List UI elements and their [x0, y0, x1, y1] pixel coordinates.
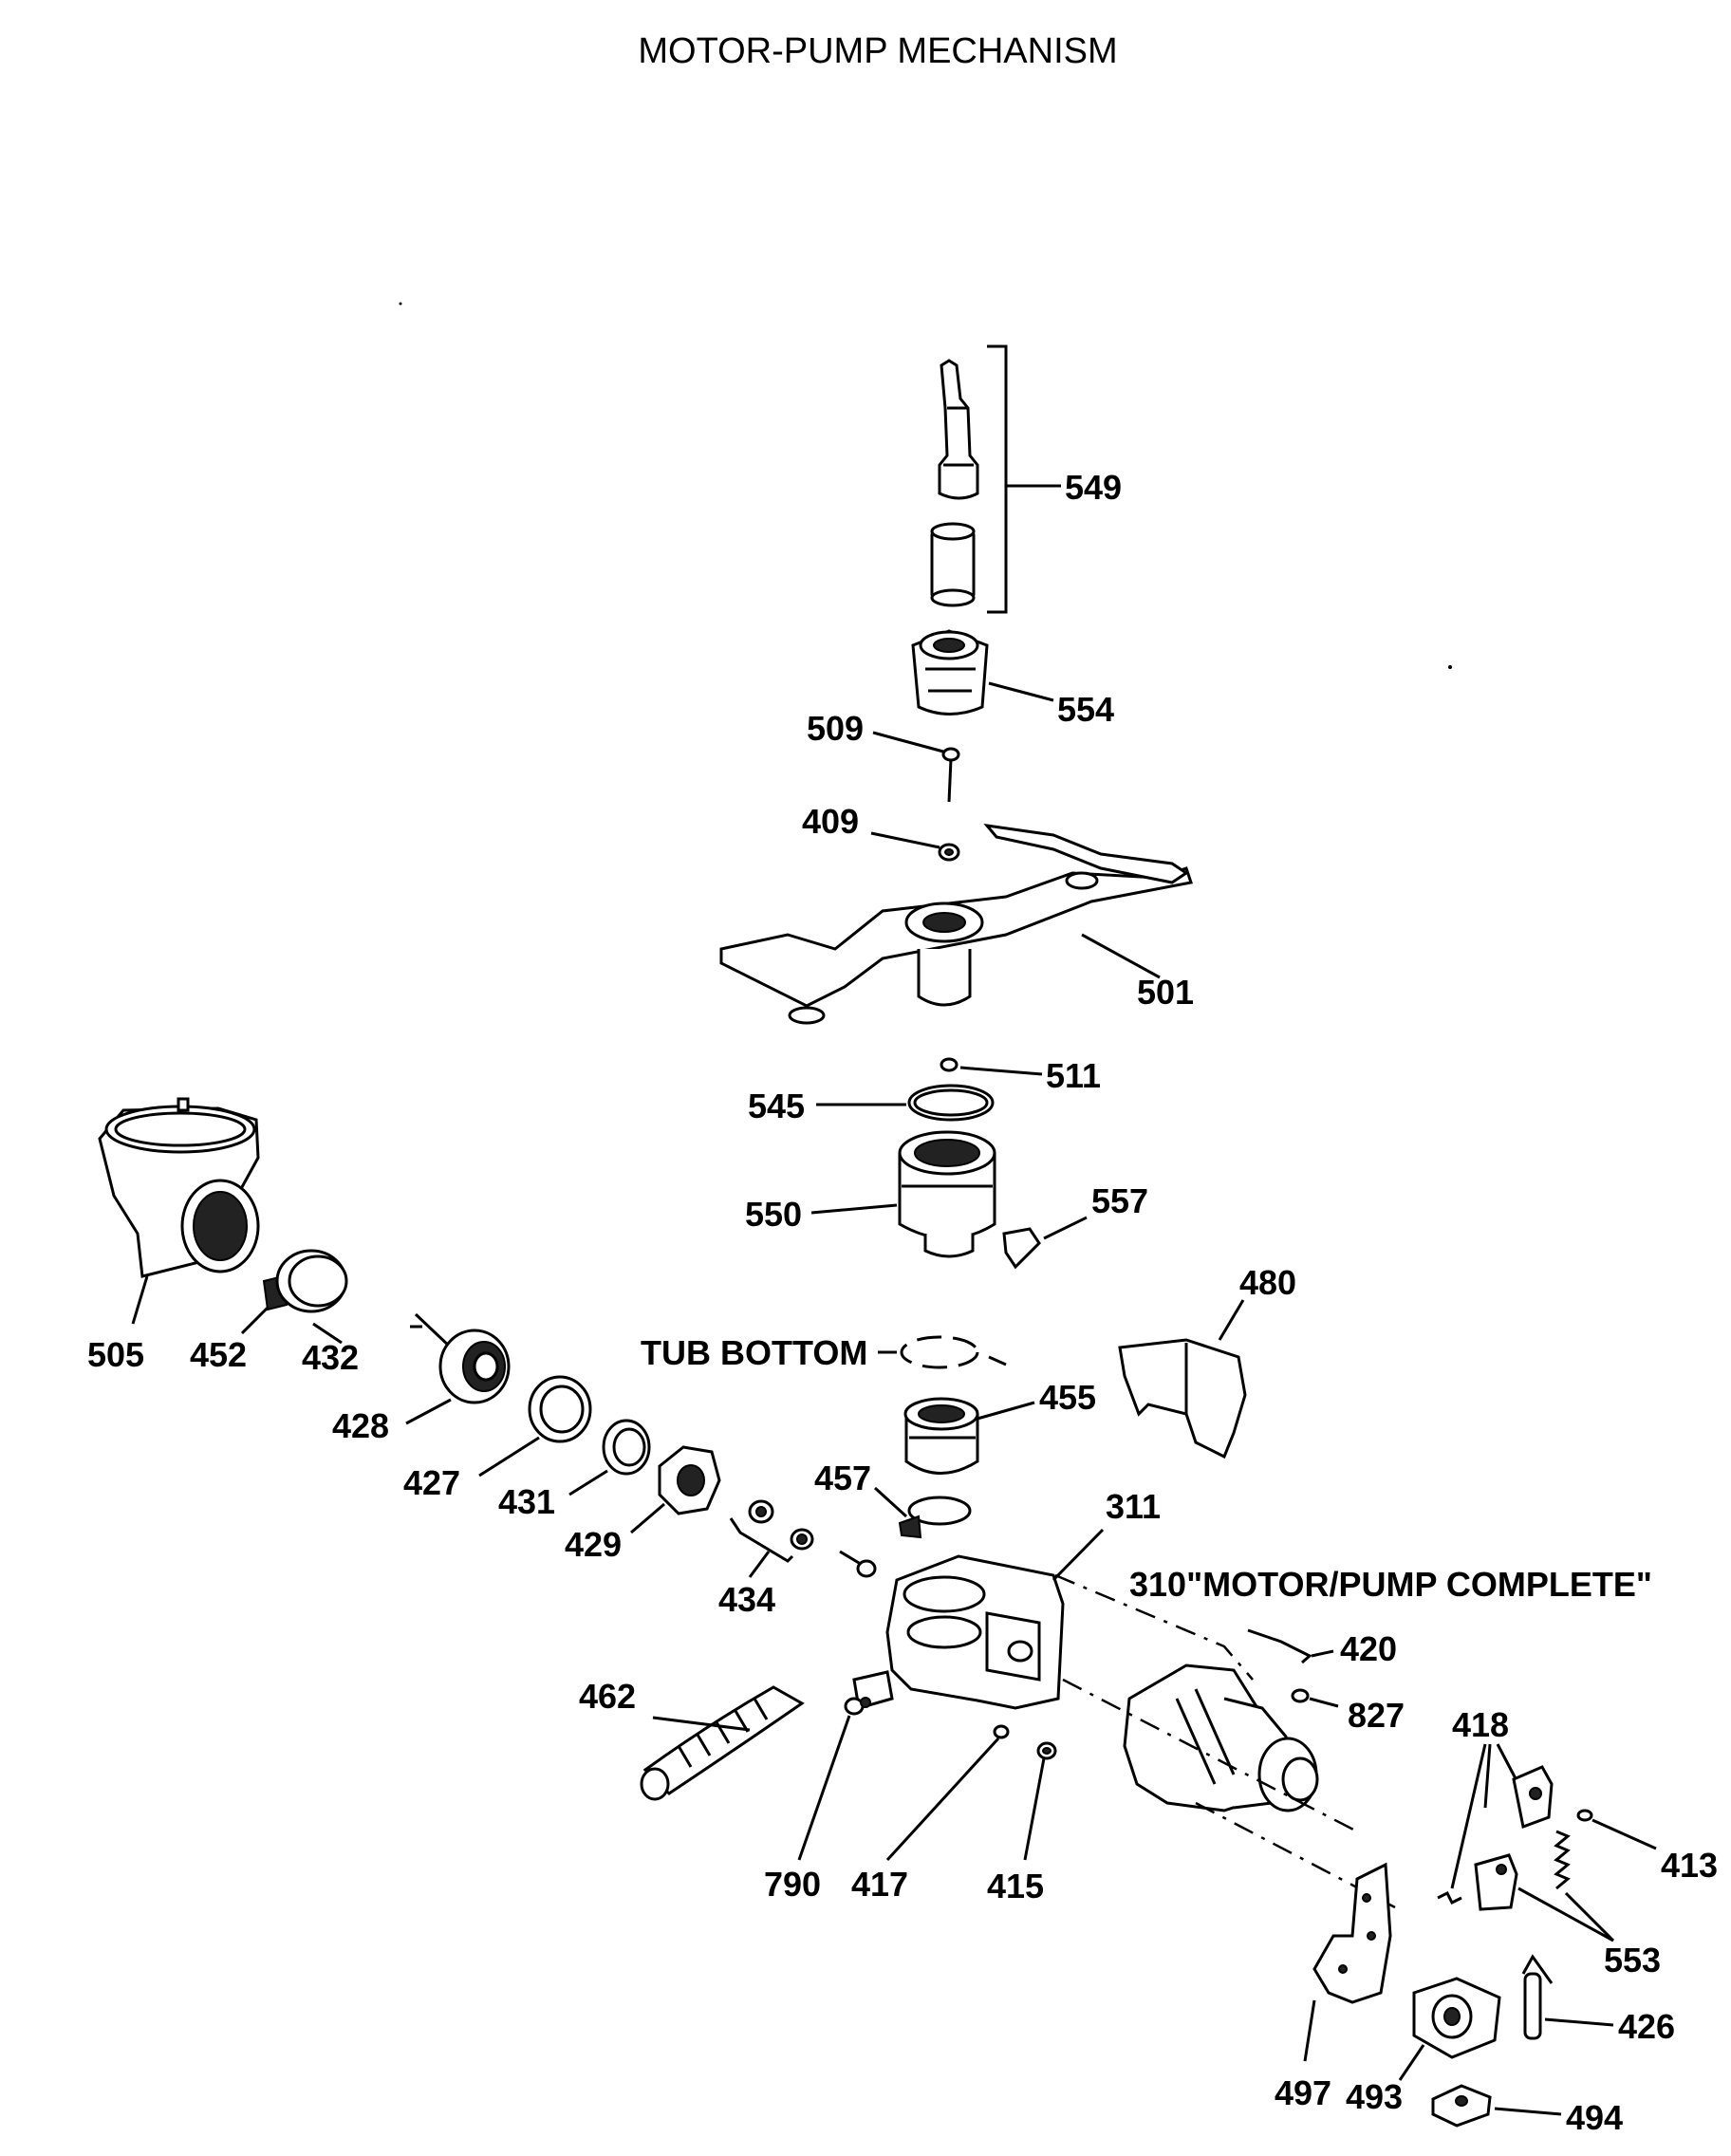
- label-452: 452: [190, 1335, 247, 1374]
- part-549-spray-tower: [930, 344, 1061, 614]
- part-431-seal: [568, 1419, 651, 1496]
- part-550-pump-housing: [810, 1130, 996, 1258]
- label-511: 511: [1046, 1056, 1101, 1095]
- label-827: 827: [1348, 1696, 1405, 1735]
- label-505: 505: [87, 1335, 144, 1374]
- part-311-pump-body: [852, 1528, 1105, 1710]
- label-432: 432: [302, 1338, 359, 1377]
- part-553-spring: [1517, 1830, 1615, 1942]
- part-497-bracket: [1303, 1862, 1392, 2062]
- part-428-impeller: [405, 1312, 511, 1425]
- part-462-drain-hose: [640, 1685, 805, 1801]
- part-554-strainer: [911, 629, 1054, 716]
- label-545: 545: [748, 1087, 805, 1125]
- label-434: 434: [718, 1580, 775, 1619]
- dashed-leader-310: [1054, 1573, 1254, 1681]
- label-417: 417: [851, 1865, 908, 1904]
- speck: [399, 302, 402, 306]
- label-tub-bottom: TUB BOTTOM: [641, 1333, 867, 1372]
- part-413-clip: [1576, 1809, 1657, 1850]
- label-420: 420: [1340, 1629, 1397, 1668]
- label-428: 428: [332, 1406, 389, 1445]
- label-310-motor-pump-complete: 310"MOTOR/PUMP COMPLETE": [1129, 1565, 1652, 1604]
- label-431: 431: [498, 1482, 555, 1521]
- part-417-washer: [885, 1724, 1010, 1862]
- label-553: 553: [1604, 1941, 1661, 1979]
- part-494-plunger: [1431, 2084, 1562, 2128]
- label-790: 790: [764, 1865, 821, 1904]
- part-motor: [1123, 1663, 1319, 1812]
- speck: [1448, 665, 1452, 669]
- part-415-nut: [1023, 1741, 1057, 1861]
- part-493-solenoid: [1398, 1977, 1501, 2081]
- part-545-snap-ring: [816, 1084, 995, 1122]
- part-432-ring: [275, 1249, 348, 1345]
- label-457: 457: [814, 1459, 871, 1497]
- label-429: 429: [565, 1525, 622, 1564]
- label-509: 509: [807, 709, 864, 748]
- label-311: 311: [1106, 1487, 1161, 1526]
- label-557: 557: [1091, 1181, 1148, 1220]
- label-550: 550: [745, 1195, 802, 1234]
- part-418-levers: [1437, 1743, 1554, 1911]
- label-462: 462: [579, 1677, 636, 1716]
- label-493: 493: [1346, 2077, 1403, 2116]
- part-509-screw: [872, 731, 960, 803]
- part-511-nut: [940, 1057, 1043, 1076]
- part-427-gasket: [478, 1375, 592, 1478]
- label-409: 409: [802, 802, 859, 841]
- diagram-title: MOTOR-PUMP MECHANISM: [638, 31, 1117, 71]
- part-426-pin: [1521, 1954, 1614, 2040]
- part-434-bushings: [729, 1499, 877, 1578]
- label-415: 415: [987, 1867, 1044, 1905]
- part-557-clip: [1002, 1216, 1088, 1270]
- part-457-clamp: [873, 1486, 972, 1539]
- label-426: 426: [1618, 2007, 1675, 2046]
- label-554: 554: [1057, 690, 1114, 729]
- label-455: 455: [1039, 1378, 1096, 1417]
- label-427: 427: [403, 1463, 460, 1502]
- label-494: 494: [1566, 2098, 1623, 2137]
- label-501: 501: [1137, 973, 1194, 1012]
- part-429-cover: [630, 1445, 721, 1534]
- part-455-seal: [903, 1397, 1035, 1475]
- label-413: 413: [1661, 1846, 1718, 1885]
- label-480: 480: [1239, 1263, 1296, 1302]
- dashed-axis-motor: [1062, 1678, 1358, 1833]
- part-790-clamp: [797, 1697, 871, 1861]
- label-549: 549: [1065, 468, 1122, 507]
- part-827-screw: [1291, 1688, 1339, 1708]
- part-480-shield: [1118, 1299, 1247, 1459]
- part-409-nut: [870, 831, 960, 862]
- part-505-sump: [98, 1097, 260, 1325]
- tub-bottom-marker: [878, 1335, 1007, 1369]
- label-418: 418: [1452, 1705, 1509, 1744]
- part-501-spray-arm: [719, 823, 1193, 1025]
- label-497: 497: [1275, 2073, 1331, 2112]
- part-420-wire: [1247, 1628, 1334, 1664]
